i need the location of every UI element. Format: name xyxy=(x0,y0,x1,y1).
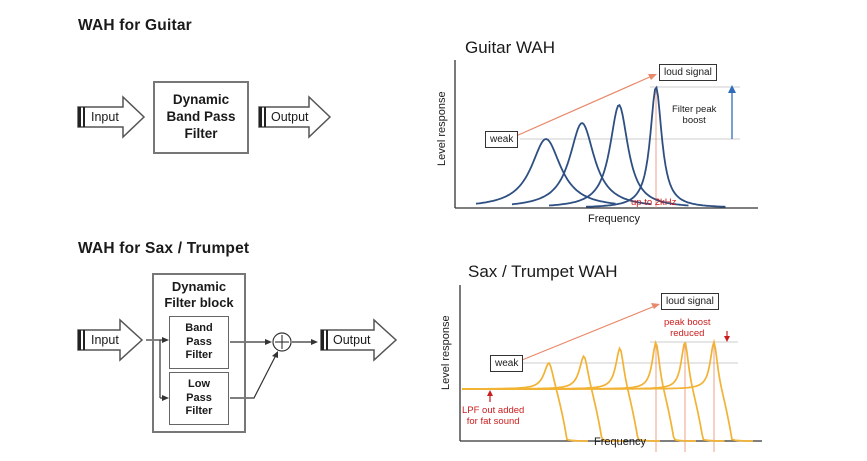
sax-output-label: Output xyxy=(333,333,371,347)
guitar-filter-line-1: Dynamic xyxy=(172,92,230,108)
sax-peak-reduced-arrow xyxy=(724,331,730,342)
sax-output-arrow xyxy=(320,318,398,362)
guitar-output-arrow xyxy=(258,95,332,139)
sax-section-title: WAH for Sax / Trumpet xyxy=(78,240,250,257)
guitar-response-curve-4 xyxy=(585,85,726,208)
guitar-response-curve-3 xyxy=(548,104,689,207)
guitar-loud-tag: loud signal xyxy=(659,64,717,81)
guitar-boost-arrow xyxy=(728,85,736,139)
sax-lpf-line-2: Pass xyxy=(186,391,212,404)
guitar-curves xyxy=(475,85,726,208)
guitar-freq-note: up to 2kHz xyxy=(631,197,677,208)
guitar-trend-arrow xyxy=(515,74,657,137)
sax-lpf-note-line-2: for fat sound xyxy=(466,416,520,428)
guitar-chart-axes xyxy=(454,60,758,209)
guitar-input-arrow xyxy=(77,95,146,139)
guitar-weak-tag: weak xyxy=(485,131,519,148)
sax-response-curve-6 xyxy=(462,338,753,442)
sax-response-curve-2 xyxy=(462,354,624,442)
sax-loud-tag: loud signal xyxy=(661,293,719,310)
guitar-peak-note-line-2: boost xyxy=(682,115,706,127)
sax-bpf-block: Band Pass Filter xyxy=(169,316,229,369)
sax-block-title: Dynamic Filter block xyxy=(154,279,244,312)
sax-lpf-line-3: Filter xyxy=(185,405,213,418)
guitar-chart-xlabel: Frequency xyxy=(588,213,640,225)
sax-lpf-line-1: Low xyxy=(188,377,210,390)
sax-trend-arrow xyxy=(521,303,660,361)
sax-peak-note-line-1: peak boost xyxy=(664,317,711,328)
sax-curves xyxy=(462,338,753,442)
sax-dynamic-filter-block: Dynamic Filter block xyxy=(152,273,246,433)
guitar-input-label: Input xyxy=(91,110,119,124)
sax-block-title-line-2: Filter block xyxy=(164,295,234,311)
sax-lpf-note: LPF out added for fat sound xyxy=(462,405,524,428)
guitar-dynamic-bpf-block: Dynamic Band Pass Filter xyxy=(153,81,249,154)
sax-input-label: Input xyxy=(91,333,119,347)
guitar-chart-ylabel: Level response xyxy=(436,91,448,166)
summing-junction xyxy=(272,332,292,352)
guitar-peak-note-line-1: Filter peak xyxy=(672,104,717,115)
guitar-filter-line-3: Filter xyxy=(184,125,218,141)
sax-peak-note-line-2: reduced xyxy=(670,328,705,340)
sax-bpf-line-1: Band xyxy=(185,321,213,334)
sax-weak-tag: weak xyxy=(490,355,524,372)
sax-lpf-note-line-1: LPF out added xyxy=(462,405,525,416)
sax-chart-title: Sax / Trumpet WAH xyxy=(468,262,618,281)
guitar-response-curve-1 xyxy=(475,138,616,205)
guitar-filter-line-2: Band Pass xyxy=(166,109,236,125)
sax-block-title-line-1: Dynamic xyxy=(171,279,227,294)
sax-input-arrow xyxy=(77,318,144,362)
guitar-chart-title: Guitar WAH xyxy=(465,38,556,57)
sax-peak-reduced-note: peak boost reduced xyxy=(664,317,710,340)
sax-lpf-block: Low Pass Filter xyxy=(169,372,229,425)
sax-chart-xlabel: Frequency xyxy=(594,436,646,448)
sax-chart-ylabel: Level response xyxy=(440,315,452,390)
sax-routing-arrowheads xyxy=(162,337,318,401)
guitar-section-title: WAH for Guitar xyxy=(78,17,192,34)
sax-bpf-line-2: Pass xyxy=(186,335,212,348)
sax-bpf-line-3: Filter xyxy=(185,349,213,362)
guitar-peak-boost-note: Filter peak boost xyxy=(672,104,716,127)
guitar-output-label: Output xyxy=(271,110,309,124)
sax-lpf-arrow xyxy=(487,390,493,402)
sax-response-curve-1 xyxy=(462,361,588,442)
